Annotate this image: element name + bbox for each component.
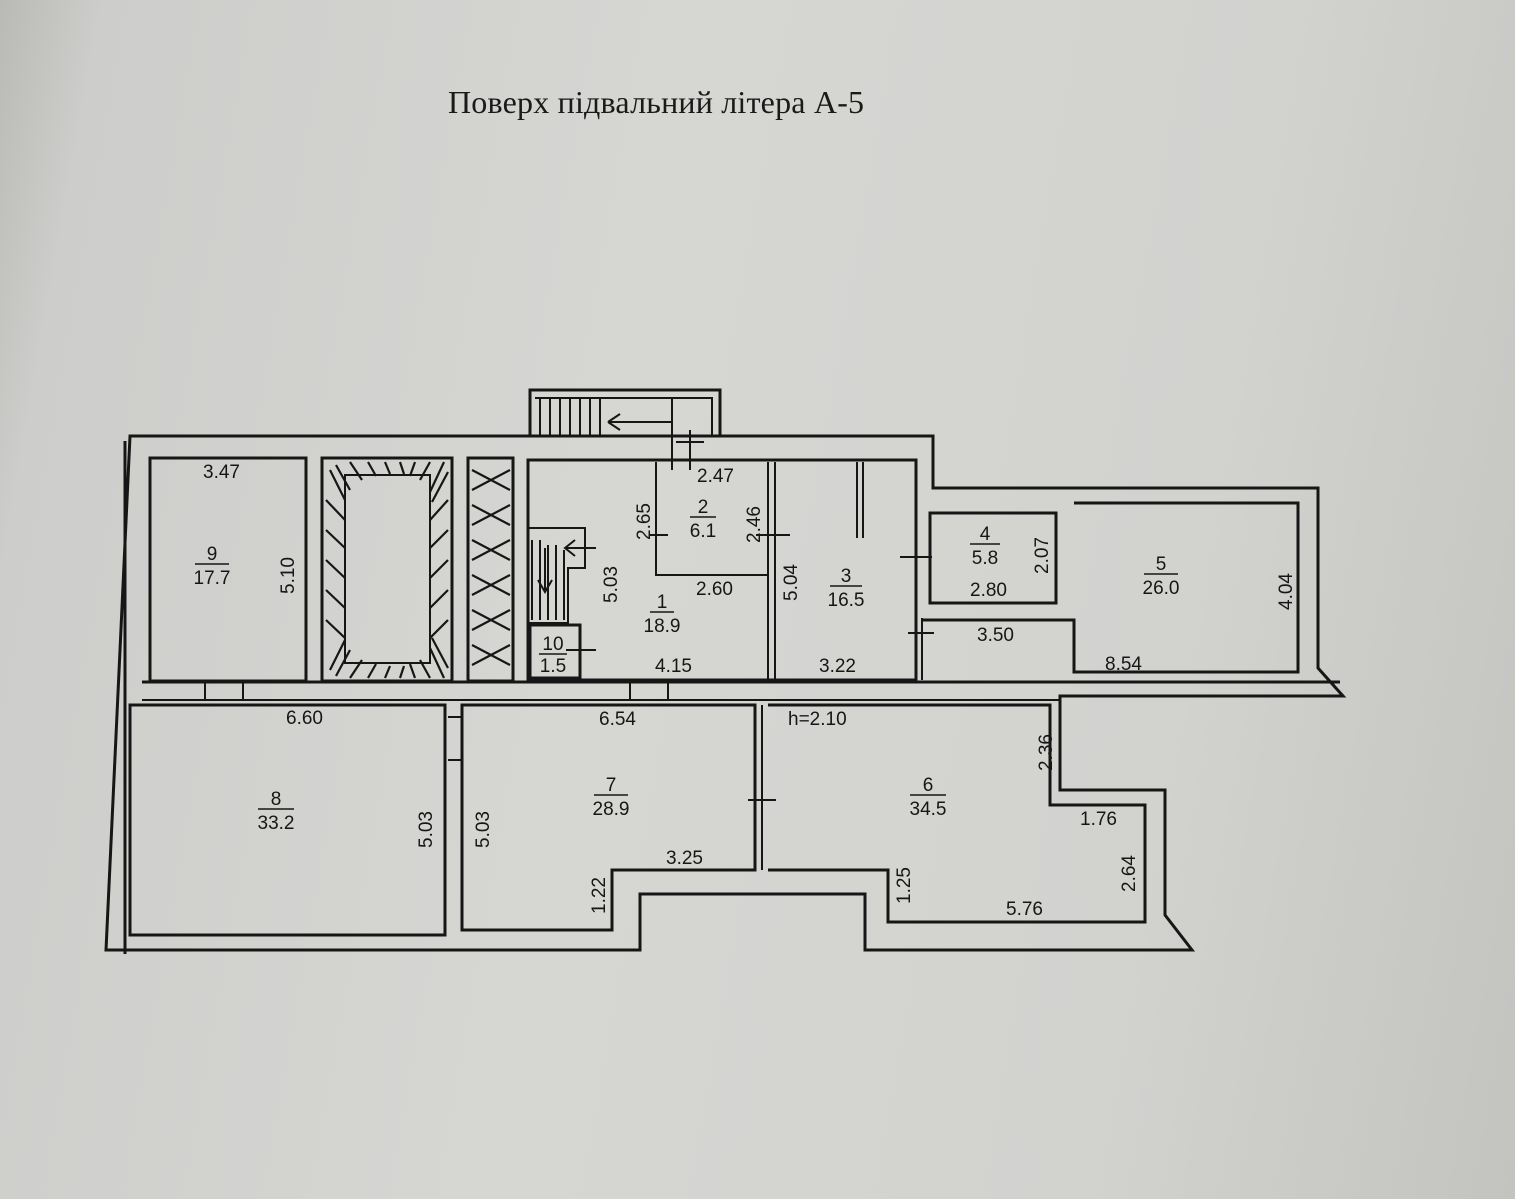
dim-1-width: 4.15	[655, 656, 692, 677]
dim-1-upper: 2.60	[696, 579, 733, 600]
room-8-area: 33.2	[258, 813, 295, 834]
dim-9-height: 5.10	[278, 557, 299, 594]
dim-6-lower-right: 2.64	[1119, 855, 1140, 892]
dim-7-lower: 3.25	[666, 848, 703, 869]
hatched-masonry-right	[466, 456, 515, 683]
dim-4-width: 2.80	[970, 580, 1007, 601]
room-2-number: 2	[698, 497, 709, 518]
entrance-stair	[528, 388, 722, 470]
room-8-number: 8	[271, 789, 282, 810]
door-8-7	[448, 716, 463, 761]
dim-3-width: 3.22	[819, 656, 856, 677]
dim-7-height: 5.03	[473, 811, 494, 848]
dim-2-right: 2.46	[744, 506, 765, 543]
room-4-area: 5.8	[972, 548, 998, 569]
room-10-area: 1.5	[540, 656, 566, 677]
room-2-area: 6.1	[690, 521, 716, 542]
inner-stair	[528, 527, 596, 680]
hatched-masonry-left	[320, 456, 454, 683]
room-6-area: 34.5	[910, 799, 947, 820]
dim-8-width: 6.60	[286, 708, 323, 729]
room-5-number: 5	[1156, 554, 1167, 575]
dim-6-bottom: 5.76	[1006, 899, 1043, 920]
room-3-area: 16.5	[828, 590, 865, 611]
dim-5-upper: 3.50	[977, 625, 1014, 646]
room-5-area: 26.0	[1143, 578, 1180, 599]
dim-6-left-step: 1.25	[894, 867, 915, 904]
room-1-number: 1	[657, 592, 668, 613]
room-9-area: 17.7	[194, 568, 231, 589]
room-6-outline	[768, 703, 1147, 924]
dim-4-height: 2.07	[1032, 537, 1053, 574]
room-5-outline	[922, 501, 1300, 674]
outer-walls	[104, 434, 1347, 954]
room-4-number: 4	[980, 524, 991, 545]
room-7-number: 7	[606, 775, 617, 796]
room-4-outline	[928, 511, 1058, 605]
dim-7-width: 6.54	[599, 709, 636, 730]
room-7-outline	[460, 703, 757, 932]
room-labels: 1 18.9 2 6.1 3 16.5 4 5.8 5 26.0 6 34.5 …	[194, 497, 1180, 834]
dim-5-width: 8.54	[1105, 654, 1142, 675]
dim-2-left: 2.65	[634, 503, 655, 540]
room-10-number: 10	[542, 634, 563, 655]
dim-8-height: 5.03	[416, 811, 437, 848]
dim-6-right: 2.36	[1036, 734, 1057, 771]
dim-7-step: 1.22	[589, 877, 610, 914]
room-8-outline	[128, 703, 447, 937]
dim-5-height: 4.04	[1276, 573, 1297, 610]
dim-1-height: 5.03	[601, 566, 622, 603]
dim-2-width: 2.47	[697, 466, 734, 487]
room-9-number: 9	[207, 544, 218, 565]
plan-title: Поверх підвальний літера А-5	[448, 84, 865, 120]
room-1-area: 18.9	[644, 616, 681, 637]
room-7-area: 28.9	[593, 799, 630, 820]
dim-3-height: 5.04	[781, 564, 802, 601]
room-3-number: 3	[841, 566, 852, 587]
dimension-labels: 3.47 2.47 2.60 4.15 3.22 2.80 3.50 8.54 …	[203, 462, 1297, 920]
corridor	[142, 680, 1340, 701]
dim-ceiling-height: h=2.10	[788, 709, 847, 730]
room-6-number: 6	[923, 775, 934, 796]
dim-6-step: 1.76	[1080, 809, 1117, 830]
dim-9-width: 3.47	[203, 462, 240, 483]
upper-partitions	[526, 458, 934, 682]
